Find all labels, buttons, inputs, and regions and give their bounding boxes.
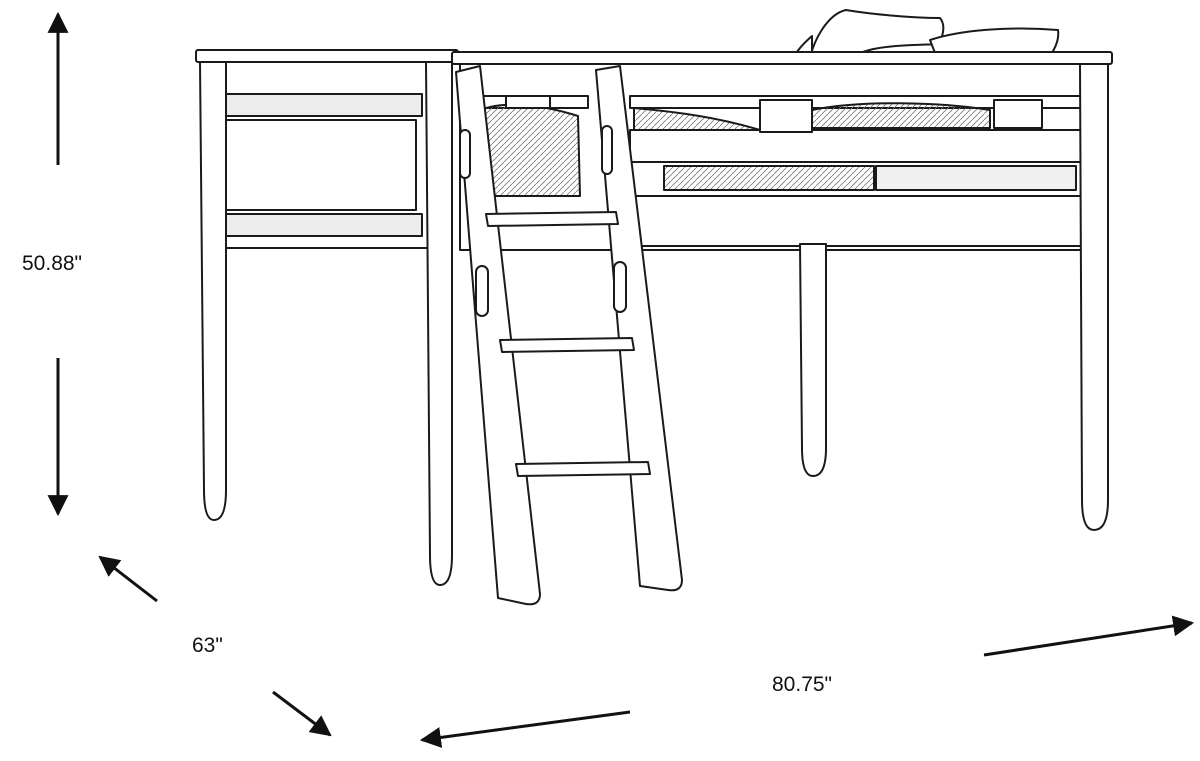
width-dimension-arrows	[419, 615, 1195, 748]
depth-arrow-front	[272, 690, 332, 737]
width-arrow-right	[983, 615, 1195, 657]
height-dimension-label: 50.88"	[22, 252, 83, 275]
width-arrow-left	[419, 710, 631, 748]
headboard-legs	[199, 61, 453, 586]
headboard-end-panel	[195, 49, 459, 249]
depth-dimension-arrows	[98, 555, 332, 737]
footboard-legs	[799, 63, 1109, 531]
depth-dimension-label: 63"	[192, 634, 223, 657]
depth-arrow-back	[98, 555, 158, 603]
ladder	[455, 65, 683, 606]
mattress-and-bedding	[475, 95, 1077, 197]
width-dimension-label: 80.75"	[772, 673, 833, 696]
